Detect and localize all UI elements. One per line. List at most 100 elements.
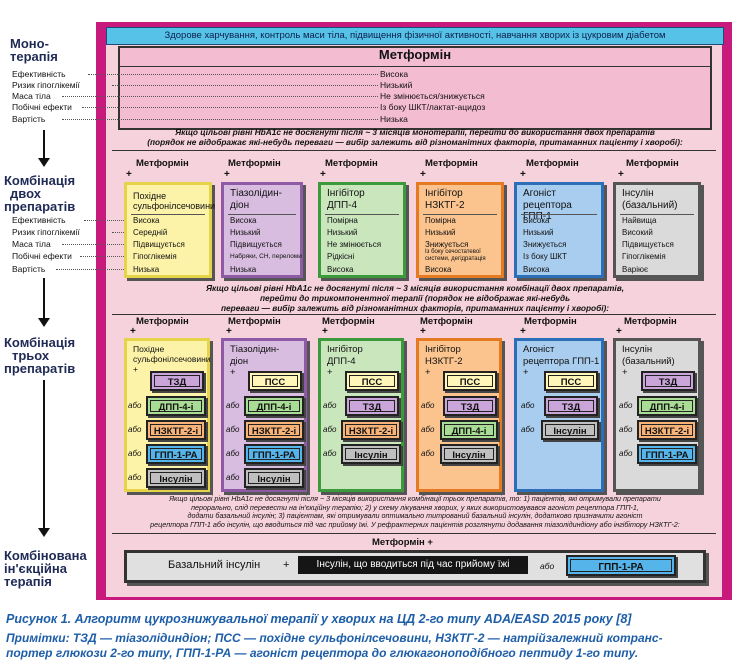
dual-ins-divider xyxy=(620,214,694,215)
dual-tzd-title-2: діон xyxy=(230,199,250,211)
dual-glp1-title-1: Агоніст xyxy=(523,188,556,199)
triple-su-title-1: Похідне xyxy=(133,344,165,354)
triple-glp1-drug-ins-label: Інсулін xyxy=(545,424,595,437)
dual-metformin-5: Метформін xyxy=(526,158,579,169)
mono-efficacy: Висока xyxy=(380,69,409,79)
note3-line4: рецептора ГПП-1 або інсулін, що вводитьс… xyxy=(150,519,680,529)
dual-sglt2-v1: Помірна xyxy=(425,216,456,225)
triple-ins-title-2: (базальний) xyxy=(622,355,675,367)
triple-tzd-title-1: Тіазолідин- xyxy=(230,344,280,355)
triple-ins-drug-sglt2: НЗКТГ-2-і xyxy=(637,420,697,440)
stage-triple-line2: трьох xyxy=(12,348,50,363)
triple-glp1-title: Агоніст рецептора ГПП-1 + xyxy=(523,344,599,379)
dual-ins-v4: Гіпоглікемія xyxy=(622,252,666,261)
note2-line2: перейти до трикомпонентної терапії (поря… xyxy=(259,293,571,303)
triple-glp1-drug-ins: Інсулін xyxy=(541,420,599,440)
triple-su-drug-sglt2-label: НЗКТГ-2-і xyxy=(150,424,202,437)
mono-cost: Низька xyxy=(380,114,408,124)
inject-or: або xyxy=(540,561,555,571)
dual-su-v4: Гіпоглікемія xyxy=(133,252,177,261)
triple-tzd-drug-ins: Інсулін xyxy=(244,468,304,488)
dual-ins-v1: Найвища xyxy=(622,216,657,225)
stage-mono-title: Моно- терапія xyxy=(4,37,58,63)
triple-tzd-title: Тіазолідин- діон + xyxy=(230,344,279,379)
dual-dpp4-v5: Висока xyxy=(327,265,354,274)
dual-glp1-divider xyxy=(521,214,597,215)
triple-su-or-4: або xyxy=(128,473,142,482)
triple-dpp4-drug-pss: ПСС xyxy=(345,371,399,391)
dual-su-v3: Підвищується xyxy=(133,240,185,249)
triple-glp1-title-2: рецептора ГПП-1 xyxy=(523,355,600,367)
triple-sglt2-or-1: або xyxy=(421,401,435,410)
dual-dpp4-title-1: Інгібітор xyxy=(327,188,365,199)
triple-su-drug-tzd: ТЗД xyxy=(150,371,204,391)
dual-dpp4-v3: Не змінюється xyxy=(327,240,382,249)
dual-tzd-v5: Низька xyxy=(230,265,257,274)
triple-tzd-drug-ins-label: Інсулін xyxy=(248,472,300,485)
note1-line2: (порядок не відображає які-небудь перева… xyxy=(147,137,683,147)
lifestyle-banner: Здорове харчування, контроль маси тіла, … xyxy=(106,27,724,45)
inject-plus: + xyxy=(283,559,290,571)
dual-dpp4-v1: Помірна xyxy=(327,216,358,225)
dual-sglt2-v4a: Із боку сечостатевої xyxy=(425,249,481,255)
triple-dpp4-drug-sglt2: НЗКТГ-2-і xyxy=(341,420,401,440)
dual-metformin-2: Метформін xyxy=(228,158,281,169)
mono-leader-3 xyxy=(62,96,378,97)
dual-dpp4-v2: Низький xyxy=(327,228,358,237)
dual-ins-v5: Варіює xyxy=(622,265,649,274)
dual-su-v2: Середній xyxy=(133,228,168,237)
dual-tzd-v1: Висока xyxy=(230,216,257,225)
dual-ins-v2: Високий xyxy=(622,228,653,237)
note2-line3: переваги — вибір залежить від різноманіт… xyxy=(220,303,610,313)
triple-dpp4-drug-ins: Інсулін xyxy=(341,444,401,464)
dual-tzd-v4: Набряки, СН, переломи xyxy=(230,253,302,260)
triple-ins-plus: + xyxy=(622,367,628,378)
arrow-dual xyxy=(43,278,45,318)
triple-plus-4: + xyxy=(420,326,426,337)
dual-tzd-title: Тіазолідин- діон xyxy=(230,188,282,211)
triple-plus-5: + xyxy=(520,326,526,337)
inject-metformin: Метформін + xyxy=(372,537,433,548)
dual-leader-5 xyxy=(56,269,124,270)
triple-su-drug-sglt2: НЗКТГ-2-і xyxy=(146,420,206,440)
triple-ins-or-3: або xyxy=(619,449,633,458)
triple-plus-3: + xyxy=(322,326,328,337)
triple-su-title: Похідне сульфонілсечовини + xyxy=(133,344,211,374)
dual-label-hypo: Ризик гіпоглікемії xyxy=(12,227,80,237)
triple-sglt2-drug-pss: ПСС xyxy=(443,371,497,391)
dual-leader-3 xyxy=(62,244,124,245)
dual-su-v5: Низька xyxy=(133,265,160,274)
dual-tzd-title-1: Тіазолідин- xyxy=(230,188,282,199)
triple-sglt2-title: Інгібітор НЗКТГ-2 + xyxy=(425,344,463,379)
dual-glp1-v5: Висока xyxy=(523,265,550,274)
triple-metformin-6: Метформін xyxy=(624,316,677,327)
note-after-mono: Якщо цільові рівні HbA1c не досягнуті пі… xyxy=(110,127,720,147)
dual-metformin-3: Метформін xyxy=(325,158,378,169)
inject-glp1: ГПП-1-РА xyxy=(566,555,676,576)
mono-hypo: Низький xyxy=(380,80,413,90)
dual-glp1-v2: Низький xyxy=(523,228,554,237)
note1-divider xyxy=(112,150,716,151)
triple-ins-drug-tzd-label: ТЗД xyxy=(645,375,691,388)
mono-weight: Не змінюється/знижується xyxy=(380,91,485,101)
dual-card-glp1: Агоніст рецептора ГПП-1 Висока Низький З… xyxy=(514,182,604,278)
inject-basal-label: Базальний інсулін xyxy=(168,559,261,571)
triple-ins-title-1: Інсулін xyxy=(622,344,653,355)
dual-plus-2: + xyxy=(224,169,230,180)
triple-dpp4-or-2: або xyxy=(323,425,337,434)
note2-divider xyxy=(112,314,716,315)
triple-dpp4-drug-tzd-label: ТЗД xyxy=(349,400,395,413)
mono-label-side: Побічні ефекти xyxy=(12,102,72,112)
mono-leader-5 xyxy=(62,119,378,120)
inject-meal-insulin: Інсулін, що вводиться під час прийому їж… xyxy=(298,556,528,574)
metformin-mono-title: Метформін xyxy=(378,47,452,62)
triple-dpp4-or-3: або xyxy=(323,449,337,458)
dual-su-divider xyxy=(131,214,205,215)
dual-dpp4-title: Інгібітор ДПП-4 xyxy=(327,188,365,211)
dual-card-insulin: Інсулін (базальний) Найвища Високий Підв… xyxy=(613,182,701,278)
note3-line3: додати базальний інсулін; 3) пацієнтам, … xyxy=(187,511,643,521)
notes-line2: портер глюкози 2-го типу, ГПП-1-РА — аго… xyxy=(6,646,639,660)
stage-triple-title: Комбінація трьох препаратів xyxy=(4,336,75,375)
dual-glp1-v3: Знижується xyxy=(523,240,567,249)
triple-ins-or-2: або xyxy=(619,425,633,434)
